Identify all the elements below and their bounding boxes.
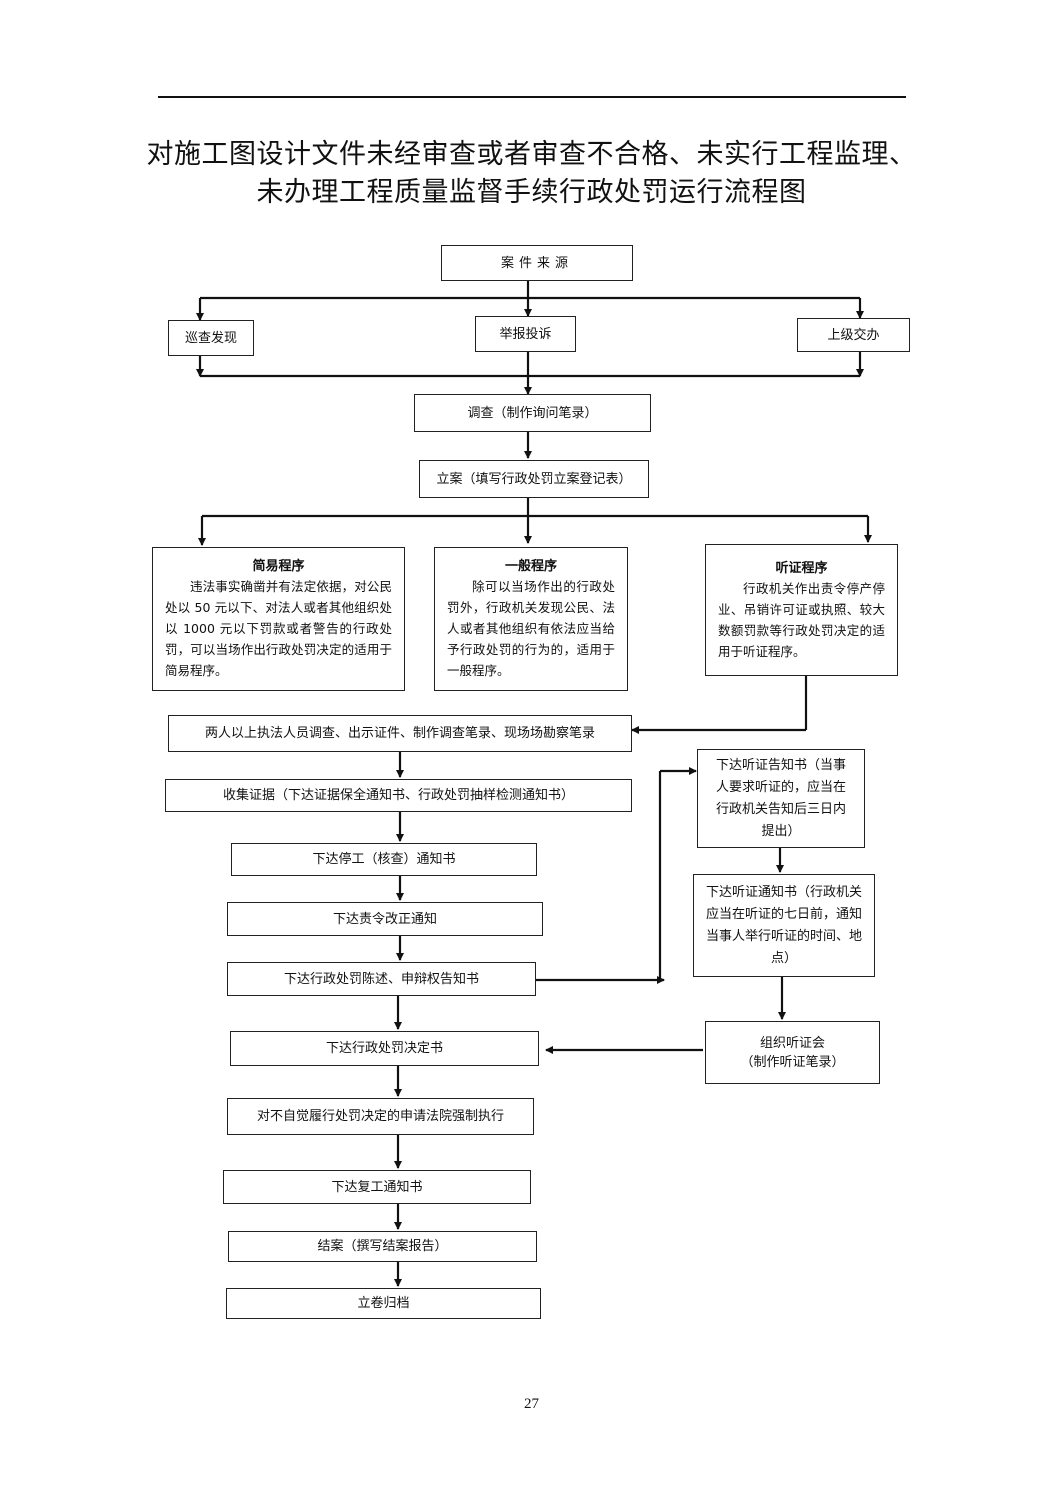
page-title-line-1: 对施工图设计文件未经审查或者审查不合格、未实行工程监理、 xyxy=(146,139,917,170)
page-number: 27 xyxy=(524,1396,539,1412)
case-source-box: 案件来源 xyxy=(441,245,633,281)
top-rule xyxy=(158,96,906,98)
general-procedure-box: 一般程序 除可以当场作出的行政处罚外，行政机关发现公民、法人或者其他组织有依法应… xyxy=(434,547,628,691)
two-officers-investigate-box: 两人以上执法人员调查、出示证件、制作调查笔录、现场场勘察笔录 xyxy=(168,715,632,752)
general-procedure-text: 除可以当场作出的行政处罚外，行政机关发现公民、法人或者其他组织有依法应当给予行政… xyxy=(447,579,615,678)
simple-procedure-box: 简易程序 违法事实确凿并有法定依据，对公民处以 50 元以下、对法人或者其他组织… xyxy=(152,547,405,691)
hearing-inform-notice-box: 下达听证告知书（当事人要求听证的，应当在行政机关告知后三日内提出） xyxy=(697,749,865,848)
report-complaint-box: 举报投诉 xyxy=(475,316,576,352)
superior-assigned-box: 上级交办 xyxy=(797,318,910,352)
resume-work-notice-box: 下达复工通知书 xyxy=(223,1170,531,1204)
hearing-procedure-text: 行政机关作出责令停产停业、吊销许可证或执照、较大数额罚款等行政处罚决定的适用于听… xyxy=(718,580,885,659)
simple-procedure-text: 违法事实确凿并有法定依据，对公民处以 50 元以下、对法人或者其他组织处以 10… xyxy=(165,579,392,678)
patrol-discovery-box: 巡查发现 xyxy=(168,320,254,356)
hearing-procedure-title: 听证程序 xyxy=(775,560,828,576)
page-title-line-2: 未办理工程质量监督手续行政处罚运行流程图 xyxy=(256,177,807,208)
hearing-notification-box: 下达听证通知书（行政机关应当在听证的七日前，通知当事人举行听证的时间、地点） xyxy=(693,874,875,977)
organize-hearing-line-1: 组织听证会 xyxy=(759,1035,825,1051)
simple-procedure-title: 简易程序 xyxy=(252,559,305,574)
stop-work-notice-box: 下达停工（核查）通知书 xyxy=(231,843,537,876)
investigation-box: 调查（制作询问笔录） xyxy=(414,394,651,432)
collect-evidence-box: 收集证据（下达证据保全通知书、行政处罚抽样检测通知书） xyxy=(165,779,632,812)
register-case-box: 立案（填写行政处罚立案登记表） xyxy=(419,460,649,498)
court-enforcement-box: 对不自觉履行处罚决定的申请法院强制执行 xyxy=(227,1098,534,1135)
close-case-box: 结案（撰写结案报告） xyxy=(228,1231,537,1262)
statement-rights-notice-box: 下达行政处罚陈述、申辩权告知书 xyxy=(227,962,536,996)
hearing-procedure-box: 听证程序 行政机关作出责令停产停业、吊销许可证或执照、较大数额罚款等行政处罚决定… xyxy=(705,544,898,676)
archive-box: 立卷归档 xyxy=(226,1288,541,1319)
penalty-decision-box: 下达行政处罚决定书 xyxy=(230,1031,539,1066)
organize-hearing-box: 组织听证会 （制作听证笔录） xyxy=(705,1021,880,1084)
organize-hearing-line-2: （制作听证笔录） xyxy=(740,1054,845,1070)
rectify-notice-box: 下达责令改正通知 xyxy=(227,902,543,936)
general-procedure-title: 一般程序 xyxy=(504,559,557,574)
